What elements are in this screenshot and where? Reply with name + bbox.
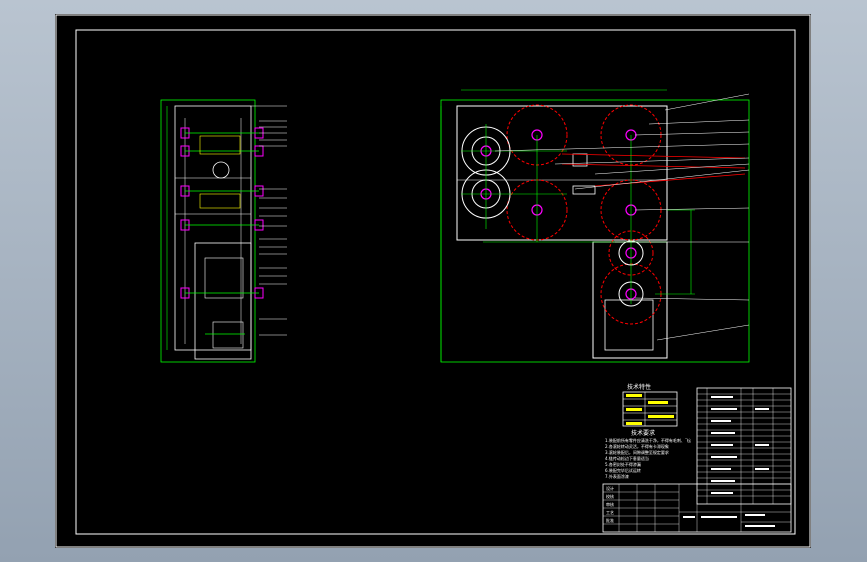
requirement-line: 1.装配前所有零件应清洗干净，不得有毛刺、飞边、氧化皮等 [605, 438, 691, 443]
requirement-line: 6.装配完毕后试运转 [605, 468, 641, 473]
title-cell: 校核 [606, 494, 614, 499]
requirements-list: 1.装配前所有零件应清洗干净，不得有毛刺、飞边、氧化皮等 2.各滚轮转动灵活，不… [605, 438, 691, 480]
side-view [160, 99, 287, 363]
requirement-line: 2.各滚轮转动灵活，不得有卡滞现象 [605, 444, 669, 449]
title-cell: 批准 [606, 518, 614, 523]
requirement-line: 3.滚轮装配后，间隙调整至规定要求 [605, 450, 669, 455]
inner-drawing-border [75, 29, 796, 535]
front-view [440, 89, 750, 363]
requirement-line: 7.外表面涂漆 [605, 474, 629, 479]
title-cell: 工艺 [606, 510, 614, 515]
title-cell: 设计 [606, 486, 614, 491]
outer-drawing-border [55, 14, 811, 548]
title-block-names: 设计 校核 审核 工艺 批准 [606, 485, 614, 525]
drawing-canvas[interactable]: 技术特性 技术要求 1.装配前所有零件应清洗干净，不得有毛刺、飞边、氧化皮等 2… [55, 14, 811, 548]
requirement-line: 5.各密封处不得渗漏 [605, 462, 641, 467]
tech-params-title: 技术特性 [627, 384, 652, 391]
title-block [602, 483, 792, 533]
tech-requirements-title: 技术要求 [631, 430, 656, 437]
requirement-line: 4.链传动松边下垂量适当 [605, 456, 649, 461]
tech-params-table [622, 391, 678, 427]
title-cell: 审核 [606, 502, 614, 507]
cad-drawing [55, 14, 811, 548]
parts-list [696, 387, 792, 505]
